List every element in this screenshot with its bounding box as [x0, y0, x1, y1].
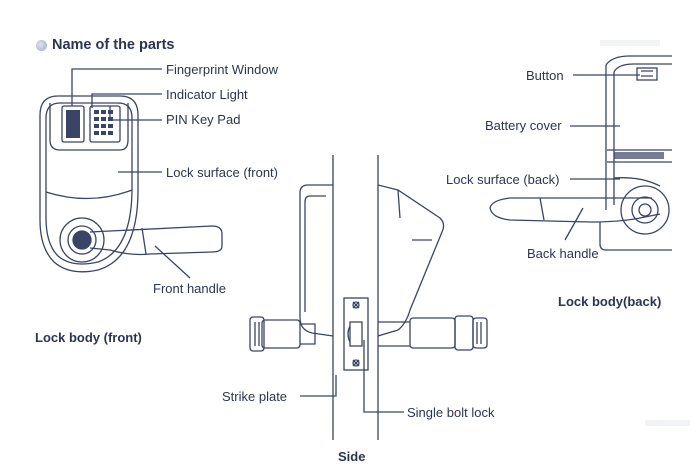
label-lock-body-front: Lock body (front)	[35, 330, 142, 345]
diagram-title: Name of the parts	[52, 37, 175, 53]
label-pin-key-pad: PIN Key Pad	[166, 112, 241, 127]
label-back-handle: Back handle	[527, 246, 599, 261]
label-strike-plate: Strike plate	[222, 389, 288, 404]
side-lock-drawing	[249, 155, 488, 440]
front-leader-lines	[71, 68, 191, 279]
back-lock-drawing	[489, 55, 672, 251]
label-lock-surface-back: Lock surface (back)	[446, 172, 560, 187]
label-side: Side	[338, 449, 366, 464]
bullet-icon	[36, 40, 47, 51]
label-lock-surface-front: Lock surface (front)	[166, 165, 278, 180]
label-front-handle: Front handle	[153, 281, 226, 296]
label-lock-body-back: Lock body(back)	[558, 294, 662, 309]
label-single-bolt-lock: Single bolt lock	[407, 405, 495, 420]
label-indicator-light: Indicator Light	[166, 87, 248, 102]
back-leader-lines	[564, 74, 640, 241]
label-battery-cover: Battery cover	[485, 118, 562, 133]
label-button: Button	[526, 68, 564, 83]
label-fingerprint-window: Fingerprint Window	[166, 62, 278, 77]
side-leader-lines	[300, 340, 404, 413]
